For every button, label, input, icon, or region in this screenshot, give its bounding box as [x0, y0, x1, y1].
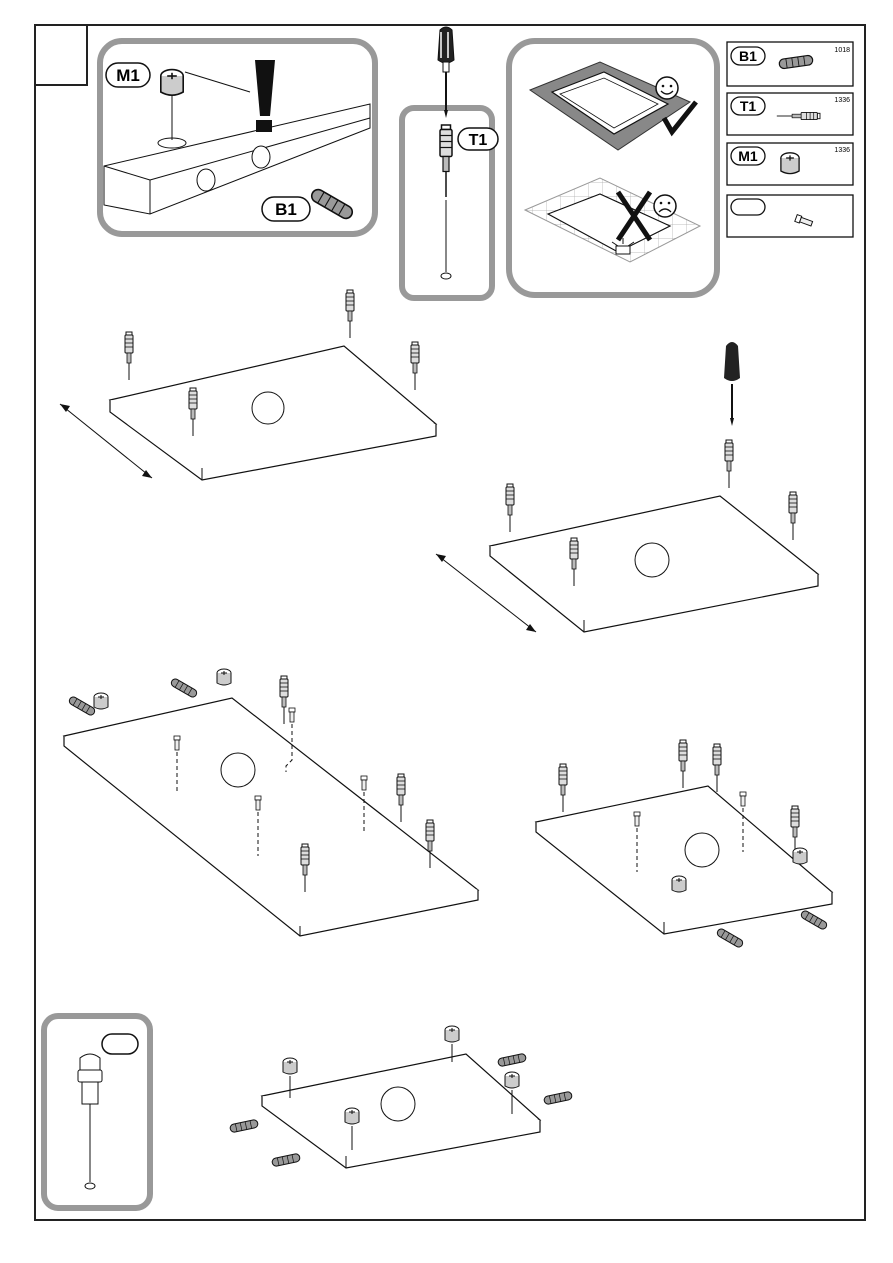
screw-label-tag: T1	[458, 128, 498, 150]
svg-text:1336: 1336	[834, 147, 850, 154]
work-surface-callout	[509, 41, 717, 295]
legend-item-t1: T1 1336	[727, 93, 853, 135]
panel-5	[229, 1026, 572, 1168]
panel-4	[536, 740, 832, 948]
svg-text:B1: B1	[739, 48, 757, 64]
shelf-pin-label-tag	[102, 1034, 138, 1054]
parts-legend: B1 1018 T1 1336 M1 1336	[727, 42, 853, 237]
cam-lock-icon	[781, 153, 799, 174]
panel-2-screws	[436, 342, 818, 632]
legend-item-b1: B1 1018	[727, 42, 853, 86]
panel-3-long	[64, 669, 478, 936]
svg-text:B1: B1	[275, 200, 297, 219]
cam-label-tag: M1	[106, 63, 150, 87]
legend-item-m1: M1 1336	[727, 143, 853, 185]
dowel-label-tag: B1	[262, 197, 310, 221]
svg-text:M1: M1	[738, 148, 758, 164]
svg-text:M1: M1	[116, 66, 140, 85]
svg-text:1336: 1336	[834, 97, 850, 104]
panel-1-screws	[60, 290, 436, 480]
svg-text:1018: 1018	[834, 47, 850, 54]
screwdriver-callout	[402, 27, 492, 298]
legend-item-shelf-pin	[727, 195, 853, 237]
svg-text:T1: T1	[469, 132, 488, 149]
svg-text:T1: T1	[740, 98, 757, 114]
